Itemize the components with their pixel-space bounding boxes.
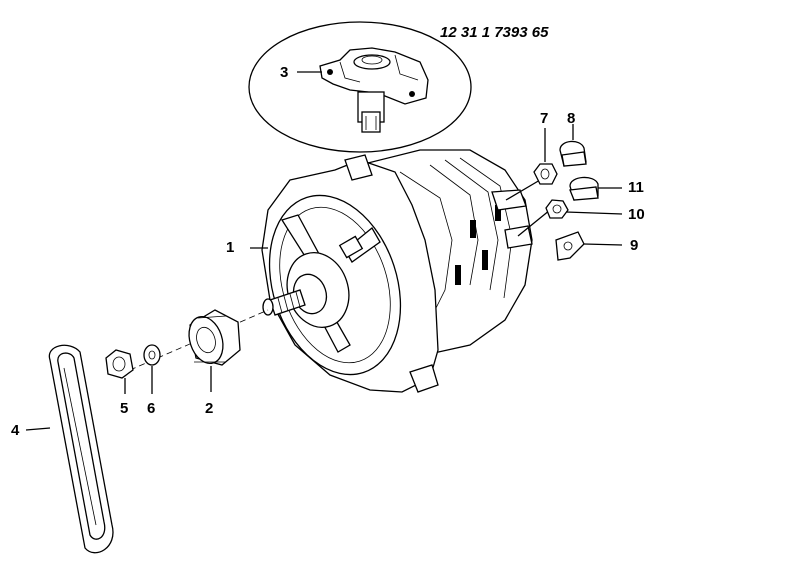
body-cooling-fins — [399, 157, 513, 331]
callout-1: 1 — [226, 239, 234, 256]
callout-2: 2 — [205, 400, 213, 417]
callout-5: 5 — [120, 400, 128, 417]
v-belt-part: 4 — [11, 344, 114, 554]
cap-nut-small: 8 — [559, 110, 587, 167]
callout-3: 3 — [280, 64, 288, 81]
terminal-nut-medium: 10 — [545, 199, 645, 223]
callout-9: 9 — [630, 237, 638, 254]
callout-11: 11 — [628, 179, 644, 196]
alternator-housing: 1 — [226, 149, 551, 393]
callout-10: 10 — [628, 206, 645, 223]
callout-4: 4 — [11, 422, 20, 439]
pulley-nut-part: 5 — [105, 349, 134, 417]
washer-part: 6 — [143, 344, 161, 417]
cap-nut-large: 11 — [569, 176, 644, 201]
cable-clip-part: 9 — [555, 231, 638, 261]
callout-6: 6 — [147, 400, 155, 417]
shaft-thread — [277, 291, 301, 314]
pulley-part: 2 — [188, 309, 241, 417]
callout-7: 7 — [540, 110, 548, 127]
terminal-nut-small: 7 — [533, 110, 558, 185]
part-number: 12 31 1 7393 65 — [440, 24, 549, 41]
callout-8: 8 — [567, 110, 575, 127]
regulator-detail-callout: 3 — [248, 21, 472, 153]
terminal-studs — [491, 179, 551, 249]
voltage-regulator-part — [319, 47, 429, 133]
